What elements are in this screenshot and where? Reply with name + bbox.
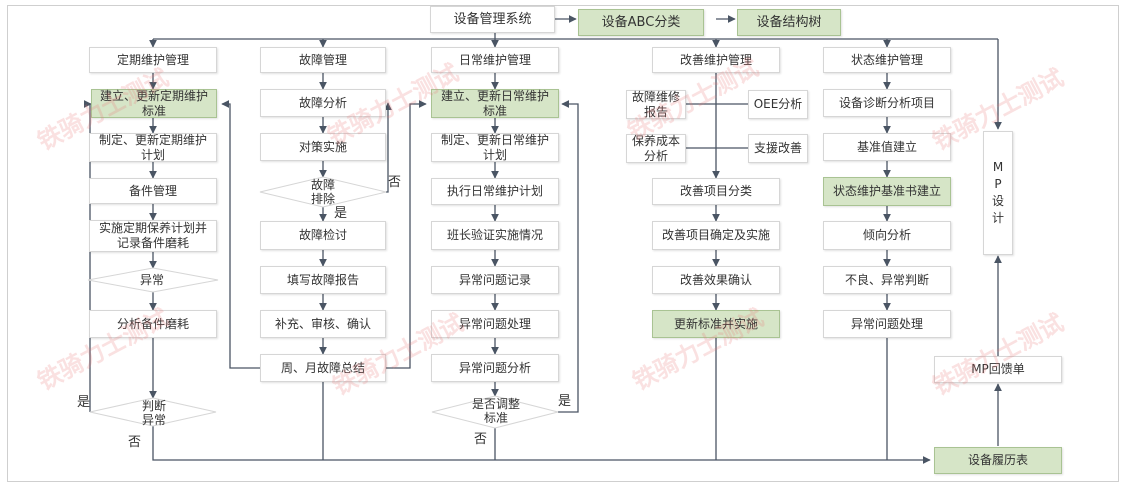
node-c1-abnormal: 异常 <box>140 273 165 287</box>
node-c4-title: 改善维护管理 <box>652 47 780 73</box>
node-c2-exclude: 故障排除 <box>310 178 335 206</box>
label-c3-no: 否 <box>474 432 488 447</box>
edge-c2-no-loop <box>384 102 392 193</box>
node-c4-oee: OEE分析 <box>748 90 808 119</box>
node-mp-feedback: MP回馈单 <box>934 356 1062 383</box>
edge-c1-no <box>152 426 931 464</box>
node-c3-title: 日常维护管理 <box>431 47 559 73</box>
label-c3-yes: 是 <box>558 394 572 409</box>
diagram-frame <box>7 5 1119 482</box>
node-c1-standard: 建立、更新定期维护标准 <box>91 89 217 118</box>
node-c4-fault-report: 故障维修报告 <box>626 90 686 119</box>
edge-c2-summary-c1 <box>221 100 260 369</box>
node-c1-parts: 备件管理 <box>89 178 217 204</box>
label-c1-no: 否 <box>128 435 142 450</box>
diamond-c1-judge <box>89 397 217 427</box>
node-c3-analysis: 异常问题分析 <box>431 354 559 382</box>
diamond-c2-exclude <box>259 176 387 208</box>
node-c5-title: 状态维护管理 <box>823 47 951 73</box>
node-c4-classify: 改善项目分类 <box>652 178 780 205</box>
node-c4-confirm: 改善项目确定及实施 <box>652 221 780 250</box>
label-c1-yes: 是 <box>77 395 91 410</box>
node-c2-report: 填写故障报告 <box>260 266 386 294</box>
node-abc-classification: 设备ABC分类 <box>578 9 704 36</box>
node-c3-verify: 班长验证实施情况 <box>431 221 559 250</box>
node-c5-defect: 不良、异常判断 <box>823 266 951 294</box>
edge-c2-summary-c3 <box>386 100 427 369</box>
node-c5-baseline: 基准值建立 <box>823 133 951 161</box>
node-c2-title: 故障管理 <box>260 47 386 73</box>
edge-c1-yes-loop <box>83 100 92 412</box>
diamond-c1-abnormal <box>87 267 219 293</box>
node-c3-plan: 制定、更新日常维护计划 <box>431 133 559 162</box>
label-c2-no: 否 <box>388 175 402 190</box>
node-c2-measure: 对策实施 <box>260 133 386 161</box>
node-c4-cost: 保养成本分析 <box>626 134 686 163</box>
node-c4-support: 支援改善 <box>748 134 808 163</box>
node-c2-summary: 周、月故障总结 <box>260 354 386 382</box>
node-c1-judge: 判断异常 <box>141 399 166 427</box>
node-c5-handle: 异常问题处理 <box>823 310 951 338</box>
node-c5-diagnosis: 设备诊断分析项目 <box>823 89 951 117</box>
node-c2-supplement: 补充、审核、确认 <box>260 310 386 338</box>
node-c3-record: 异常问题记录 <box>431 266 559 294</box>
node-c3-standard: 建立、更新日常维护标准 <box>431 89 559 118</box>
node-c4-update: 更新标准并实施 <box>652 310 780 338</box>
node-equipment-history: 设备履历表 <box>934 447 1062 474</box>
node-c4-effect: 改善效果确认 <box>652 266 780 294</box>
node-c3-execute: 执行日常维护计划 <box>431 178 559 205</box>
node-c2-check: 故障检讨 <box>260 221 386 250</box>
edge-c3-yes-loop <box>558 100 579 413</box>
node-c1-plan: 制定、更新定期维护计划 <box>89 133 217 162</box>
diamond-c3-adjust <box>431 395 559 429</box>
node-system: 设备管理系统 <box>430 6 555 33</box>
node-c1-title: 定期维护管理 <box>89 47 217 73</box>
label-c2-yes: 是 <box>334 206 348 221</box>
node-c3-adjust: 是否调整标准 <box>472 397 521 425</box>
node-c5-state-standard: 状态维护基准书建立 <box>823 177 951 206</box>
node-c5-trend: 倾向分析 <box>823 221 951 250</box>
node-c1-execute: 实施定期保养计划并记录备件磨耗 <box>89 220 217 252</box>
node-c1-analyze: 分析备件磨耗 <box>89 310 217 338</box>
node-equipment-tree: 设备结构树 <box>737 9 841 36</box>
node-c2-analysis: 故障分析 <box>260 89 386 117</box>
node-c3-handle: 异常问题处理 <box>431 310 559 338</box>
